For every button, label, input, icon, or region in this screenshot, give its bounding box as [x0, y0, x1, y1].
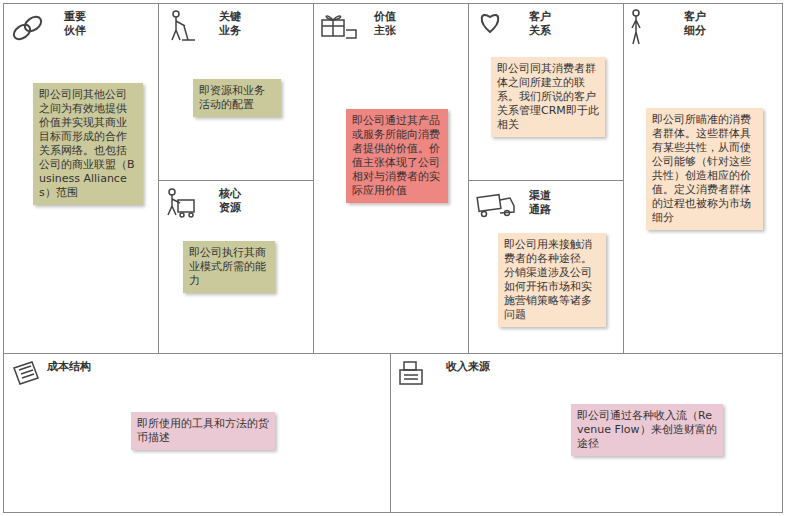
- canvas-block: 渠道 通路即公司用来接触消费者的各种途径。分销渠道涉及公司如何开拓市场和实施营销…: [468, 180, 624, 354]
- note-text: 即公司用来接触消费者的各种途径。分销渠道涉及公司如何开拓市场和实施营销策略等诸多…: [504, 238, 600, 322]
- canvas-block: 客户 关系即公司同其消费者群体之间所建立的联系。我们所说的客户关系管理CRM即于…: [468, 3, 624, 181]
- note-text: 即所使用的工具和方法的货币描述: [137, 417, 269, 445]
- note-text: 即公司同其消费者群体之间所建立的联系。我们所说的客户关系管理CRM即于此相关: [497, 62, 599, 132]
- block-heading: 重要 伙伴: [60, 10, 90, 38]
- sticky-note: 即公司所瞄准的消费者群体。这些群体具有某些共性，从而使公司能够（针对这些共性）创…: [646, 108, 763, 230]
- block-heading: 核心 资源: [215, 187, 245, 215]
- block-heading: 收入来源: [433, 360, 503, 374]
- worker-icon: [172, 11, 195, 40]
- sticky-note: 即公司同其消费者群体之间所建立的联系。我们所说的客户关系管理CRM即于此相关: [491, 57, 605, 137]
- sticky-note: 即公司通过各种收入流（Revenue Flow）来创造财富的途径: [571, 404, 723, 456]
- canvas-block: 成本结构即所使用的工具和方法的货币描述: [3, 353, 391, 513]
- canvas-block: 价值 主张即公司通过其产品或服务所能向消费者提供的价值。价值主张体现了公司相对与…: [313, 3, 469, 354]
- block-heading: 客户 细分: [680, 10, 710, 38]
- document-icon: [14, 362, 38, 384]
- block-heading: 渠道 通路: [525, 189, 555, 217]
- block-heading: 客户 关系: [525, 10, 555, 38]
- heart-icon: [482, 15, 499, 32]
- truck-icon: [477, 195, 514, 217]
- canvas-block: 收入来源即公司通过各种收入流（Revenue Flow）来创造财富的途径: [390, 353, 783, 513]
- note-text: 即公司执行其商业模式所需的能力: [189, 246, 269, 288]
- chain-icon: [11, 14, 44, 42]
- note-text: 即公司所瞄准的消费者群体。这些群体具有某些共性，从而使公司能够（针对这些共性）创…: [652, 113, 757, 225]
- note-text: 即公司通过其产品或服务所能向消费者提供的价值。价值主张体现了公司相对与消费者的实…: [352, 114, 442, 198]
- canvas-block: 重要 伙伴即公司同其他公司之间为有效地提供价值并实现其商业目标而形成的合作关系网…: [3, 3, 159, 354]
- block-heading: 价值 主张: [370, 10, 400, 38]
- note-text: 即公司通过各种收入流（Revenue Flow）来创造财富的途径: [577, 409, 717, 451]
- sticky-note: 即资源和业务活动的配置: [193, 79, 281, 117]
- sticky-note: 即公司执行其商业模式所需的能力: [183, 241, 275, 293]
- sticky-note: 即公司通过其产品或服务所能向消费者提供的价值。价值主张体现了公司相对与消费者的实…: [346, 109, 448, 203]
- register-icon: [400, 362, 422, 384]
- sticky-note: 即所使用的工具和方法的货币描述: [131, 412, 275, 450]
- sticky-note: 即公司用来接触消费者的各种途径。分销渠道涉及公司如何开拓市场和实施营销策略等诸多…: [498, 233, 606, 327]
- canvas-block: 关键 业务即资源和业务活动的配置: [158, 3, 314, 181]
- resource-icon: [168, 189, 194, 217]
- note-text: 即资源和业务活动的配置: [199, 84, 275, 112]
- gift-icon: [322, 16, 356, 38]
- canvas-block: 核心 资源即公司执行其商业模式所需的能力: [158, 180, 314, 354]
- person-icon: [632, 10, 640, 44]
- canvas-block: 客户 细分即公司所瞄准的消费者群体。这些群体具有某些共性，从而使公司能够（针对这…: [623, 3, 783, 354]
- block-heading: 关键 业务: [215, 10, 245, 38]
- note-text: 即公司同其他公司之间为有效地提供价值并实现其商业目标而形成的合作关系网络。也包括…: [39, 88, 137, 200]
- sticky-note: 即公司同其他公司之间为有效地提供价值并实现其商业目标而形成的合作关系网络。也包括…: [33, 83, 143, 205]
- block-heading: 成本结构: [34, 360, 104, 374]
